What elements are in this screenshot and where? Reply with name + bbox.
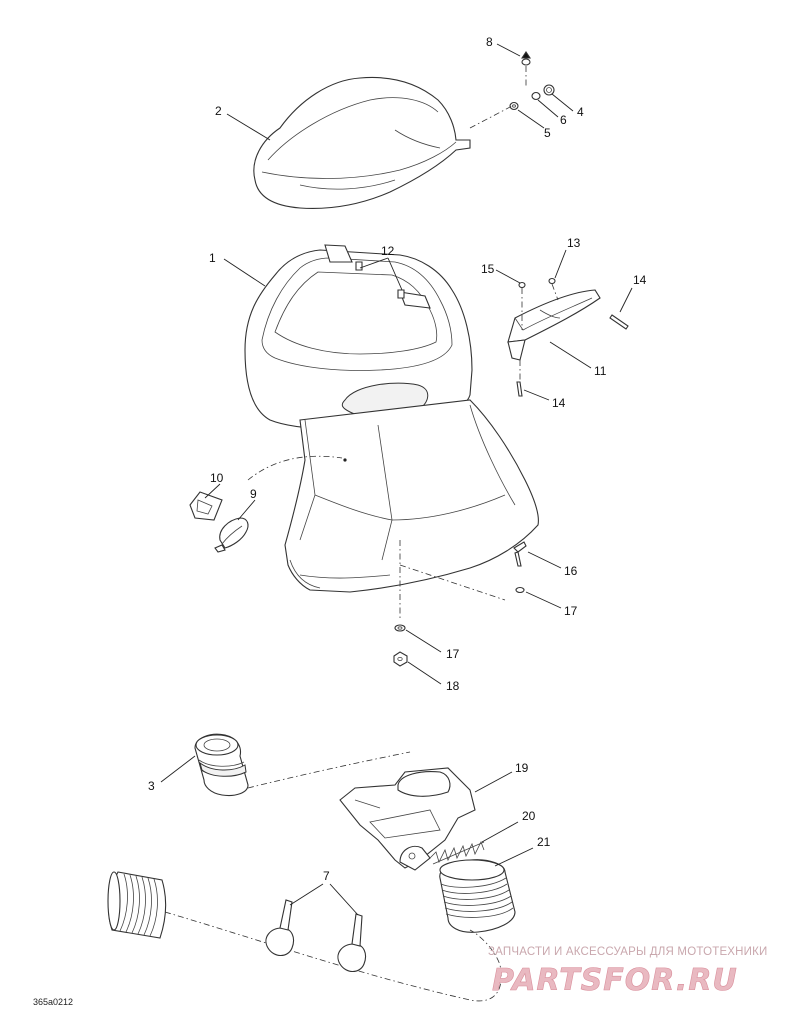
part-10-plate <box>189 491 223 521</box>
drawing-code: 365a0212 <box>33 997 73 1007</box>
watermark: ЗАПЧАСТИ И АКСЕССУАРЫ ДЛЯ МОТОТЕХНИКИ PA… <box>488 946 768 998</box>
part-17-washer-a <box>515 586 525 594</box>
callout-9: 9 <box>250 487 257 501</box>
part-6-washer <box>531 91 541 101</box>
watermark-logo: PARTSFOR.RU <box>492 963 738 998</box>
callout-6: 6 <box>560 113 567 127</box>
part-19-tray <box>339 767 476 871</box>
part-3-adapter <box>194 733 249 797</box>
callout-14-lower: 14 <box>552 396 566 410</box>
callout-21: 21 <box>537 835 551 849</box>
part-13-rivet <box>548 277 556 285</box>
callout-16: 16 <box>564 564 578 578</box>
callout-3: 3 <box>148 779 155 793</box>
part-17-washer-b <box>394 624 406 632</box>
part-21-bellows <box>439 859 516 933</box>
part-9-clip <box>214 517 249 553</box>
part-4-nut <box>543 84 555 96</box>
callout-12: 12 <box>381 244 395 258</box>
callout-2: 2 <box>215 104 222 118</box>
part-15-rivet <box>518 281 526 289</box>
callout-4: 4 <box>577 105 584 119</box>
part-18-nut <box>393 651 408 667</box>
leader-lines <box>160 43 633 916</box>
callout-1: 1 <box>209 251 216 265</box>
part-14-screw-b <box>516 381 523 397</box>
callout-18: 18 <box>446 679 460 693</box>
callout-17-center: 17 <box>446 647 460 661</box>
part-20-spring <box>429 841 485 865</box>
callout-5: 5 <box>544 126 551 140</box>
callout-10: 10 <box>210 471 224 485</box>
part-5-washer <box>509 101 519 111</box>
part-7-clamp-b <box>337 913 367 973</box>
part-14-screw-a <box>609 314 629 330</box>
callout-8: 8 <box>486 35 493 49</box>
part-11-bracket <box>507 289 601 361</box>
callout-labels: 2 1 12 8 4 6 5 13 15 14 11 14 10 9 16 17… <box>148 35 647 883</box>
watermark-tagline: ЗАПЧАСТИ И АКСЕССУАРЫ ДЛЯ МОТОТЕХНИКИ <box>488 946 768 958</box>
callout-7: 7 <box>323 869 330 883</box>
callout-15: 15 <box>481 262 495 276</box>
part-7-clamp-a <box>265 899 295 957</box>
part-8-grommet <box>520 51 532 66</box>
callout-20: 20 <box>522 809 536 823</box>
part-2-top-cover <box>253 76 471 209</box>
corrugated-tube <box>107 871 167 939</box>
callout-17-right: 17 <box>564 604 578 618</box>
part-16-screw <box>513 541 527 567</box>
callout-19: 19 <box>515 761 529 775</box>
callout-13: 13 <box>567 236 581 250</box>
callout-14-upper: 14 <box>633 273 647 287</box>
callout-11: 11 <box>594 364 607 378</box>
part-1-body-shell <box>244 244 539 593</box>
